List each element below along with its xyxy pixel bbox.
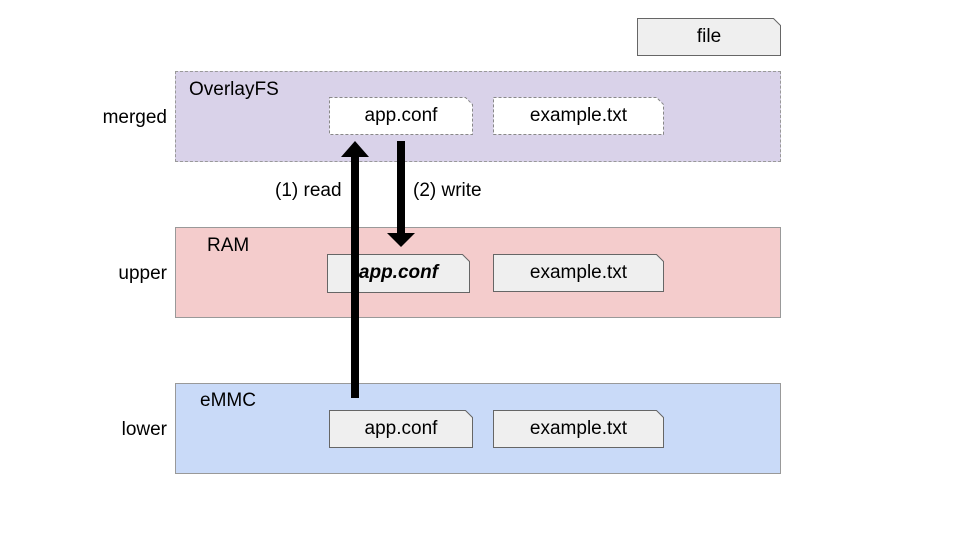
file-shape bbox=[327, 254, 470, 293]
file-name: app.conf bbox=[364, 418, 438, 439]
merged-label: merged bbox=[102, 107, 167, 128]
file-name: app.conf bbox=[364, 105, 438, 126]
file-name: example.txt bbox=[529, 105, 628, 126]
lower-app-conf-file: app.conf bbox=[329, 410, 473, 448]
file-shape bbox=[493, 410, 664, 448]
emmc-title: eMMC bbox=[200, 390, 256, 411]
upper-label: upper bbox=[118, 263, 167, 284]
merged-example-txt-file: example.txt bbox=[493, 97, 664, 135]
merged-layer bbox=[175, 71, 781, 162]
lower-layer bbox=[175, 383, 781, 474]
read-label: (1) read bbox=[275, 180, 342, 201]
file-shape bbox=[637, 18, 781, 56]
file-name: app.conf bbox=[358, 262, 439, 283]
file-name: example.txt bbox=[529, 262, 628, 283]
merged-app-conf-file: app.conf bbox=[329, 97, 473, 135]
legend-file-label: file bbox=[696, 26, 722, 47]
upper-example-txt-file: example.txt bbox=[493, 254, 664, 292]
lower-example-txt-file: example.txt bbox=[493, 410, 664, 448]
file-shape bbox=[329, 97, 473, 135]
upper-app-conf-file: app.conf bbox=[327, 254, 470, 293]
file-shape bbox=[493, 254, 664, 292]
write-label: (2) write bbox=[413, 180, 482, 201]
file-name: example.txt bbox=[529, 418, 628, 439]
ram-title: RAM bbox=[207, 235, 250, 256]
overlayfs-title: OverlayFS bbox=[189, 79, 279, 100]
file-shape bbox=[493, 97, 664, 135]
lower-label: lower bbox=[121, 419, 167, 440]
upper-layer bbox=[175, 227, 781, 318]
file-shape bbox=[329, 410, 473, 448]
legend-file-box: file bbox=[637, 18, 781, 56]
